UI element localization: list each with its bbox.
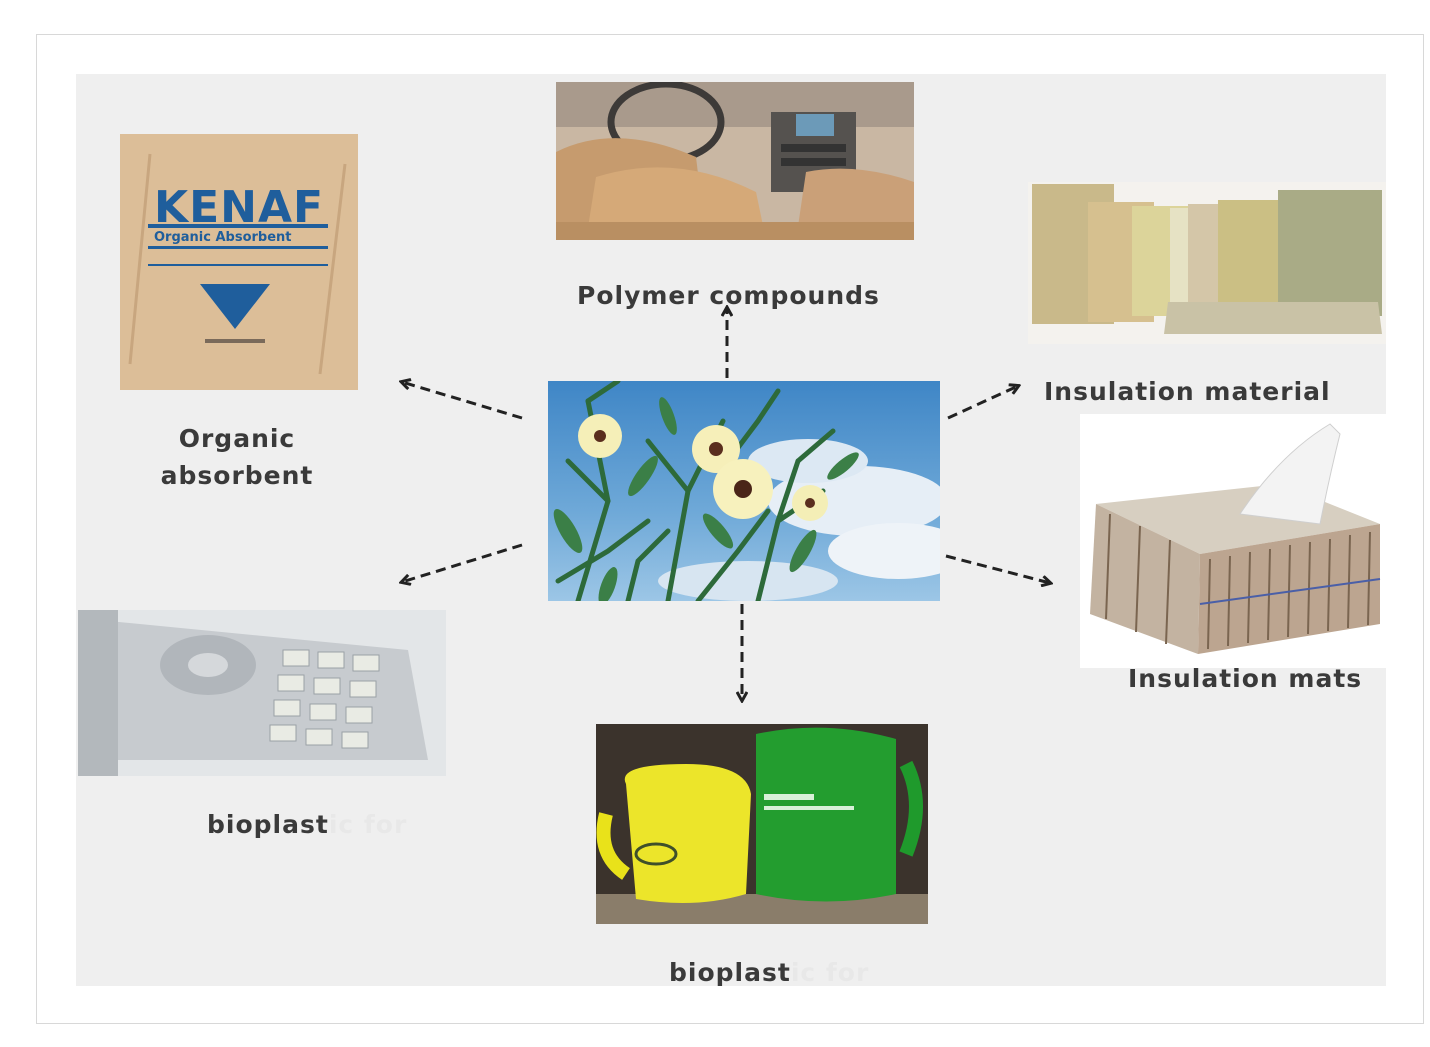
arrow-to-insulation-material <box>947 386 1018 420</box>
faded-text: ic for <box>790 958 870 987</box>
insulation-material-photo <box>1028 182 1386 344</box>
arrow-to-phone <box>402 543 523 582</box>
bioplastic-bottom-label: bioplastic for <box>669 958 869 987</box>
arrow-to-organic <box>402 382 523 420</box>
bioplast-text: bioplast <box>669 958 791 987</box>
insulation-mats-label: Insulation mats <box>1128 664 1363 693</box>
arrow-to-insulation-mats <box>945 554 1050 583</box>
bioplast-text: bioplast <box>207 810 329 839</box>
faded-text: ic for <box>328 810 408 839</box>
kenaf-subtitle: Organic Absorbent <box>154 230 292 245</box>
kenaf-plant-photo <box>548 381 940 601</box>
kenaf-brand: KENAF <box>154 182 325 233</box>
phone-photo <box>78 610 446 776</box>
insulation-mats-photo <box>1080 414 1386 668</box>
car-interior-photo <box>556 82 914 240</box>
insulation-material-label: Insulation material <box>1044 377 1331 406</box>
organic-absorbent-label: Organic absorbent <box>160 424 314 490</box>
mugs-photo <box>596 724 928 924</box>
kenaf-bag-photo: KENAF Organic Absorbent <box>120 134 358 390</box>
bioplastic-left-label: bioplastic for <box>207 810 407 839</box>
